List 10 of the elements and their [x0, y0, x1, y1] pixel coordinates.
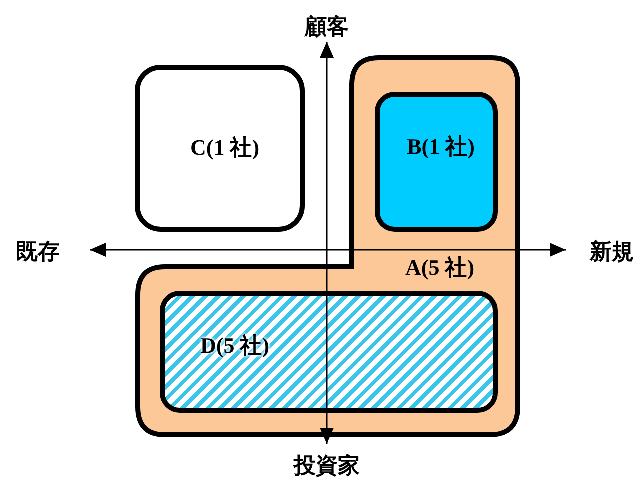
- axis-label: 新規: [590, 239, 634, 267]
- axis-label: 顧客: [305, 14, 349, 42]
- group-label: A(5 社): [405, 254, 475, 282]
- group-label: C(1 社): [190, 134, 260, 162]
- group-box: [160, 291, 498, 413]
- group-label: B(1 社): [407, 133, 475, 161]
- axis-label: 投資家: [294, 452, 360, 481]
- axis-label: 既存: [16, 239, 60, 267]
- group-box: [135, 65, 305, 232]
- group-box: [375, 92, 498, 232]
